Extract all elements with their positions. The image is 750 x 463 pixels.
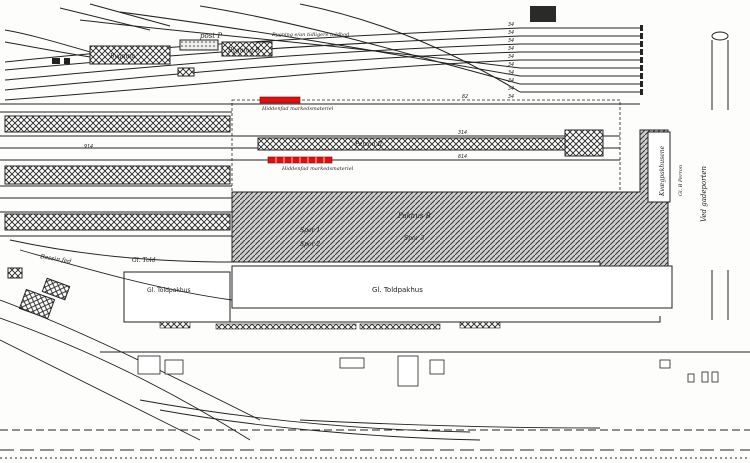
label-hidden-a: Hiddenfad markedsmateriel [261,106,334,112]
platform-3 [4,213,231,231]
label-bassin: Bassin fed [39,253,72,266]
quay-lines [0,351,750,459]
label-street-right: Ved gadeporten [700,165,708,222]
bottom-left-sheds [7,267,71,320]
bygning-b [221,41,273,57]
post-p-box [179,39,219,51]
track-number: 34 [507,86,514,92]
label-vertical-building: Kvægpakhusene [659,145,666,197]
black-building-top [530,6,556,22]
label-gl-told: Gl. Told [132,257,156,264]
right-street [711,40,729,320]
track-number: 34 [507,78,514,84]
label-post-p: post P [200,32,222,40]
perron-ii-end [564,129,604,157]
label-gl-toldpakhus-large: Gl. Toldpakhus [372,286,423,294]
track-mark-c: 914 [84,144,93,150]
track-number: 34 [507,54,514,60]
label-spor-1: Spor 1 [300,227,320,234]
small-shed-2 [64,58,70,64]
bottom-small-buildings [137,355,719,387]
label-pakhus-b: Pakhus B [397,212,431,220]
small-shed-1 [52,58,60,64]
label-bygning-2: Bygning B [227,47,260,54]
red-car-upper [259,96,301,104]
track-number: 34 [507,46,514,52]
street-cap [711,31,729,41]
track-mark-a: 314 [457,130,467,136]
track-number: 34 [507,70,514,76]
track-number: 34 [507,30,514,36]
label-gl-toldpakhus-small: Gl. Toldpakhus [147,287,191,294]
toldpakhus-front [124,316,661,323]
label-bygning: Bygning [109,53,135,60]
bygning-a [89,45,171,65]
gl-toldpakhus-large [231,265,673,309]
label-perron-ii: Perron II [354,141,383,148]
label-hidden-b: Hiddenfad markedsmateriel [281,166,354,172]
track-number: 34 [507,94,514,100]
small-shed-3 [177,67,195,77]
track-number: 34 [507,62,514,68]
track-number: 34 [507,22,514,28]
label-vertical-side: Gl. B Perron [678,165,684,196]
kvaegpakhus-box [647,131,671,203]
track-mark-d: 82 [462,94,468,100]
track-number: 34 [507,38,514,44]
lower-curving-tracks [0,239,601,441]
platform-2 [4,165,231,185]
track-mark-b: 814 [458,154,467,160]
upper-track-fan [4,3,640,101]
label-spor-2: Spor 2 [300,241,320,248]
perron-ii [257,137,604,151]
buffer-stops [640,25,643,95]
label-spor-3: Spor 3 [404,235,424,242]
label-small-note: Bygning e/an tidligere toldbod [271,32,349,38]
platform-1 [4,115,231,133]
ramps [159,321,501,330]
red-car-lower [267,156,333,164]
track-number-column: 34 34 34 34 34 34 34 34 34 34 [507,22,514,100]
